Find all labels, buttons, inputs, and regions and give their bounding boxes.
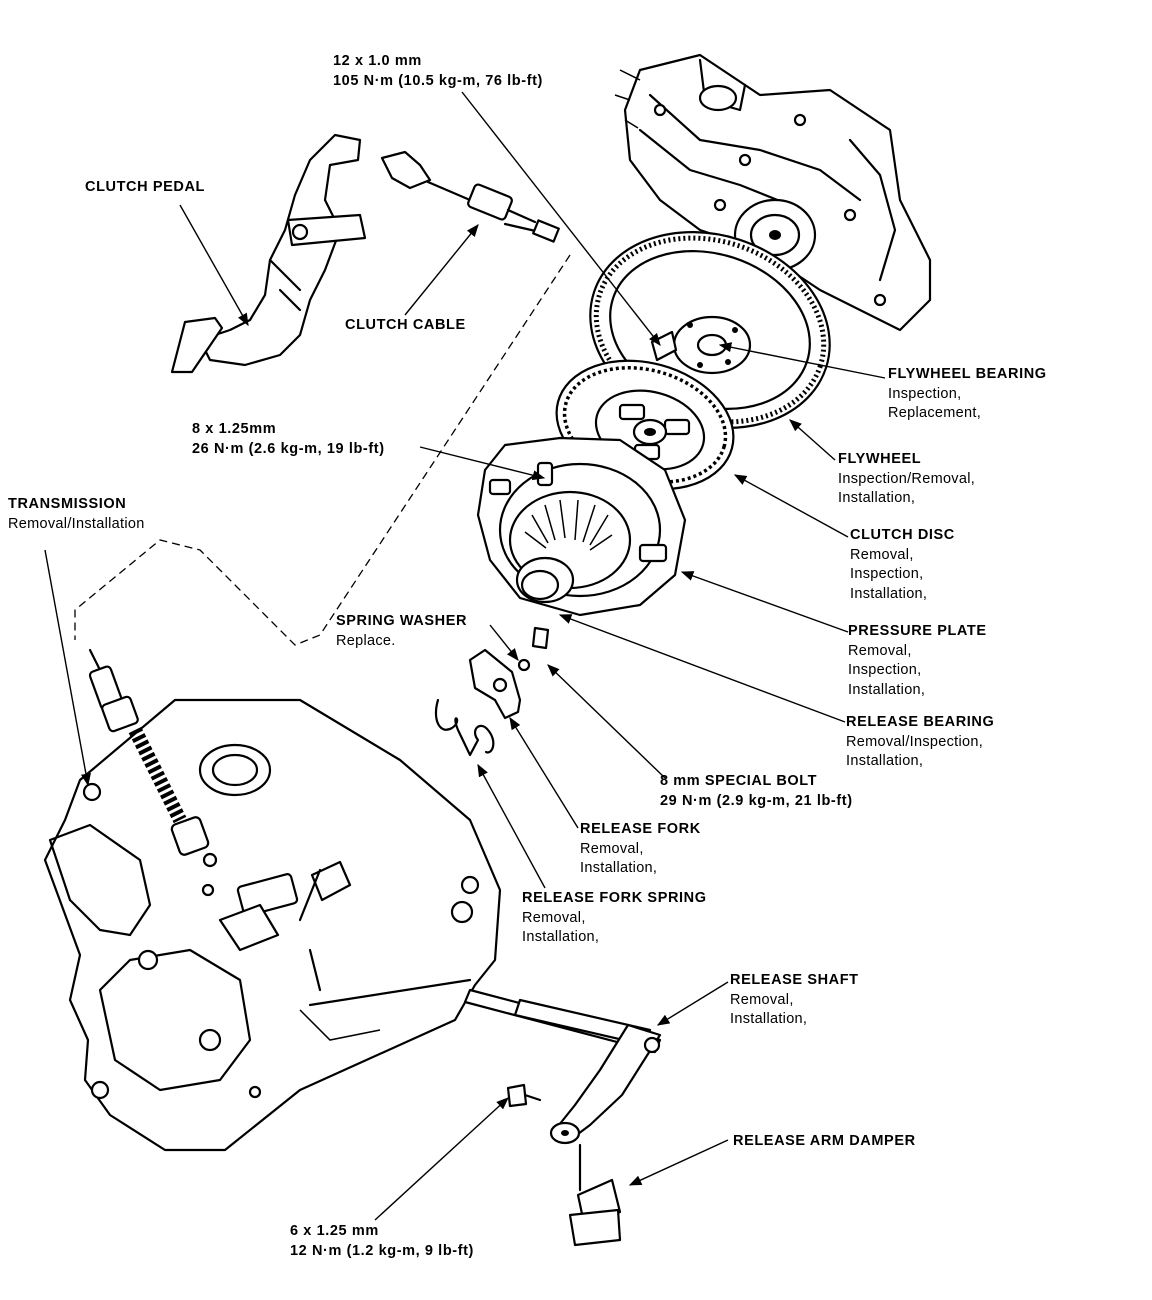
label-release-shaft-line-1: Removal, (730, 991, 794, 1008)
label-bolt-12mm-title: 12 x 1.0 mm (333, 53, 422, 69)
label-release-fork-title: RELEASE FORK (580, 821, 701, 837)
label-flywheel-bearing-line-1: Inspection, (888, 385, 962, 402)
label-release-fork-spring: RELEASE FORK SPRING Removal, Installatio… (522, 889, 707, 948)
leader-special-bolt (547, 664, 666, 779)
release-fork-part (468, 648, 522, 720)
label-pressure-plate-line-2: Inspection, (848, 662, 922, 678)
engine-block (614, 53, 932, 332)
label-clutch-disc-line-3: Installation, (850, 585, 928, 602)
leader-spring-washer (489, 624, 519, 661)
label-special-bolt-line: 29 N·m (2.9 kg-m, 21 lb-ft) (660, 792, 853, 809)
label-transmission-line: Removal/Installation (8, 515, 145, 532)
label-special-bolt: 8 mm SPECIAL BOLT 29 N·m (2.9 kg-m, 21 l… (660, 772, 853, 811)
label-bolt-12mm-line: 105 N·m (10.5 kg-m, 76 lb-ft) (333, 72, 543, 89)
special-bolt-part (517, 626, 550, 672)
label-release-bearing-title: RELEASE BEARING (846, 714, 995, 730)
leader-flywheel (789, 419, 836, 461)
label-flywheel-line-1: Inspection/Removal, (838, 470, 976, 487)
label-clutch-disc-title: CLUTCH DISC (850, 527, 955, 543)
label-release-fork-spring-line-1: Removal, (522, 909, 586, 926)
label-clutch-disc-line-1: Removal, (850, 546, 914, 563)
label-release-arm-damper-title: RELEASE ARM DAMPER (733, 1133, 916, 1149)
release-shaft-part (513, 998, 662, 1145)
label-clutch-disc: CLUTCH DISC Removal, Inspection, Install… (850, 526, 955, 604)
label-pressure-plate-line-1: Removal, (848, 642, 912, 659)
leader-6mm-bolt (374, 1097, 509, 1221)
label-pressure-plate-line-3: Installation, (848, 681, 926, 698)
label-bolt-6mm: 6 x 1.25 mm 12 N·m (1.2 kg-m, 9 lb-ft) (290, 1222, 474, 1261)
leader-clutch-disc (733, 474, 849, 538)
clutch-pedal-part (170, 133, 367, 374)
label-spring-washer: SPRING WASHER Replace. (336, 612, 467, 651)
label-flywheel-bearing: FLYWHEEL BEARING Inspection, Replacement… (888, 365, 1047, 424)
leader-flywheel-bearing (718, 342, 886, 379)
label-flywheel-title: FLYWHEEL (838, 451, 922, 467)
label-release-shaft-line-2: Installation, (730, 1011, 808, 1027)
label-release-bearing-line-1: Removal/Inspection, (846, 733, 984, 750)
label-flywheel-bearing-line-2: Replacement, (888, 405, 982, 421)
release-arm-damper-part (568, 1143, 622, 1247)
label-bolt-8mm-title: 8 x 1.25mm (192, 421, 277, 437)
label-clutch-disc-line-2: Inspection, (850, 566, 924, 582)
label-release-shaft-title: RELEASE SHAFT (730, 972, 859, 988)
label-release-fork-line-2: Installation, (580, 860, 658, 876)
leader-clutch-pedal (179, 204, 249, 327)
label-bolt-6mm-line: 12 N·m (1.2 kg-m, 9 lb-ft) (290, 1242, 474, 1259)
pressure-plate-part (476, 436, 687, 617)
cable-routing-dashed-line (74, 254, 571, 646)
label-clutch-cable: CLUTCH CABLE (345, 316, 466, 336)
leader-pressure-plate (680, 571, 849, 633)
label-flywheel-bearing-title: FLYWHEEL BEARING (888, 366, 1047, 382)
label-spring-washer-line: Replace. (336, 632, 396, 649)
label-spring-washer-title: SPRING WASHER (336, 613, 468, 629)
label-release-shaft: RELEASE SHAFT Removal, Installation, (730, 971, 859, 1030)
leader-transmission (44, 549, 91, 787)
label-transmission-title: TRANSMISSION (8, 496, 127, 512)
label-release-fork: RELEASE FORK Removal, Installation, (580, 820, 701, 879)
release-fork-spring-part (434, 698, 495, 757)
label-special-bolt-title: 8 mm SPECIAL BOLT (660, 773, 818, 789)
label-bolt-6mm-title: 6 x 1.25 mm (290, 1223, 379, 1239)
label-clutch-pedal-title: CLUTCH PEDAL (85, 179, 205, 195)
leader-release-arm-damper (628, 1139, 729, 1186)
clutch-cable-part (380, 150, 560, 243)
small-bolt-part (506, 1083, 542, 1108)
label-release-fork-line-1: Removal, (580, 840, 644, 857)
label-flywheel: FLYWHEEL Inspection/Removal, Installatio… (838, 450, 975, 509)
label-release-fork-spring-line-2: Installation, (522, 929, 600, 945)
label-release-arm-damper: RELEASE ARM DAMPER (733, 1132, 916, 1152)
label-bolt-12mm: 12 x 1.0 mm 105 N·m (10.5 kg-m, 76 lb-ft… (333, 52, 543, 91)
leader-8mm-bolt (419, 446, 546, 481)
leader-release-fork-spring (477, 763, 546, 889)
leader-clutch-cable (404, 224, 479, 316)
label-pressure-plate-title: PRESSURE PLATE (848, 623, 987, 639)
label-clutch-pedal: CLUTCH PEDAL (85, 178, 205, 198)
label-bolt-8mm-line: 26 N·m (2.6 kg-m, 19 lb-ft) (192, 440, 385, 457)
leader-release-fork (509, 716, 579, 829)
leader-12mm-bolt (461, 91, 661, 346)
leader-release-shaft (656, 981, 729, 1026)
label-flywheel-line-2: Installation, (838, 490, 916, 506)
label-pressure-plate: PRESSURE PLATE Removal, Inspection, Inst… (848, 622, 987, 700)
label-release-bearing-line-2: Installation, (846, 753, 924, 769)
label-release-bearing: RELEASE BEARING Removal/Inspection, Inst… (846, 713, 994, 772)
label-transmission: TRANSMISSION Removal/Installation (8, 495, 145, 534)
label-bolt-8mm: 8 x 1.25mm 26 N·m (2.6 kg-m, 19 lb-ft) (192, 420, 385, 459)
label-release-fork-spring-title: RELEASE FORK SPRING (522, 890, 707, 906)
leader-release-bearing (558, 614, 846, 723)
lower-cable-part (88, 648, 218, 868)
label-clutch-cable-title: CLUTCH CABLE (345, 317, 466, 333)
